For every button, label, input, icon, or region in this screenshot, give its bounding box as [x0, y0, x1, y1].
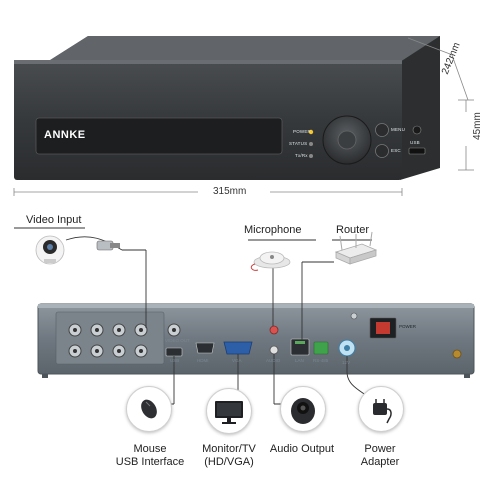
status-led: [309, 142, 313, 146]
bnc-cable-connector: [96, 240, 120, 251]
usb-interface-label: USB Interface: [115, 456, 185, 468]
front-usb-port[interactable]: [408, 147, 426, 155]
hdmi-label: HDMI: [197, 358, 209, 363]
txrx-led-label: Tx/Rx: [295, 153, 308, 158]
brand-logo: ANNKE: [44, 129, 86, 141]
video-in-ports[interactable]: [68, 323, 148, 358]
rs485-terminal[interactable]: [313, 341, 329, 355]
dimension-lines: [13, 37, 474, 196]
power-led: [308, 129, 314, 135]
menu-button[interactable]: [375, 123, 389, 137]
dvr-side-panel: [400, 36, 440, 180]
rear-usb-label: USB: [170, 358, 180, 363]
width-dimension: 315mm: [213, 186, 247, 197]
audio-output-label: Audio Output: [269, 443, 335, 455]
router-label: Router: [336, 224, 370, 236]
dvr-front-view: [14, 36, 440, 180]
speaker-icon: [291, 398, 315, 424]
mouse-label: Mouse: [133, 443, 167, 455]
vga-port[interactable]: [223, 341, 253, 355]
microphone-label: Microphone: [244, 224, 302, 236]
power-input-label: 12V: [342, 360, 351, 365]
router-illustration: [334, 231, 378, 265]
power-adapter-icon-circle: [358, 386, 404, 432]
hd-vga-label: (HD/VGA): [204, 456, 254, 468]
monitor-tv-label: Monitor/TV: [202, 443, 256, 455]
lan-label: LAN: [295, 358, 304, 363]
rear-usb-port[interactable]: [165, 347, 183, 357]
audio-out-port[interactable]: [269, 345, 279, 355]
txrx-led: [309, 154, 313, 158]
vga-label: VGA: [232, 358, 242, 363]
grounding-terminal: [452, 349, 462, 359]
ir-receiver: [412, 125, 422, 135]
rs485-label: RS-485: [313, 358, 329, 363]
video-input-label: Video Input: [26, 214, 82, 226]
hdmi-port[interactable]: [195, 342, 215, 354]
esc-button-label: ESC: [391, 148, 401, 153]
video-in-label: VIDEO IN: [97, 358, 117, 363]
mouse-icon-circle: [126, 386, 172, 432]
audio-label: AUDIO: [266, 358, 281, 363]
mouse-icon: [141, 399, 157, 419]
dvr-rear-panel: [37, 303, 475, 378]
adapter-label: Adapter: [360, 456, 400, 468]
video-out-label: VIDEO OUT: [165, 338, 190, 343]
power-label: Power: [364, 443, 396, 455]
menu-button-label: MENU: [391, 127, 406, 132]
audio-in-port[interactable]: [269, 325, 279, 335]
ground-screw: [350, 312, 358, 320]
height-dimension: 45mm: [472, 112, 483, 140]
power-led-label: POWER: [293, 129, 312, 134]
power-switch-label: POWER: [399, 324, 417, 329]
power-adapter-icon: [373, 399, 392, 424]
front-usb-label: USB: [410, 140, 420, 145]
monitor-icon-circle: [206, 388, 252, 434]
speaker-icon-circle: [280, 386, 326, 432]
status-led-label: STATUS: [289, 141, 308, 146]
camera-illustration: [35, 235, 65, 265]
esc-button[interactable]: [375, 144, 389, 158]
monitor-icon: [215, 401, 243, 424]
microphone-illustration: [250, 251, 291, 271]
